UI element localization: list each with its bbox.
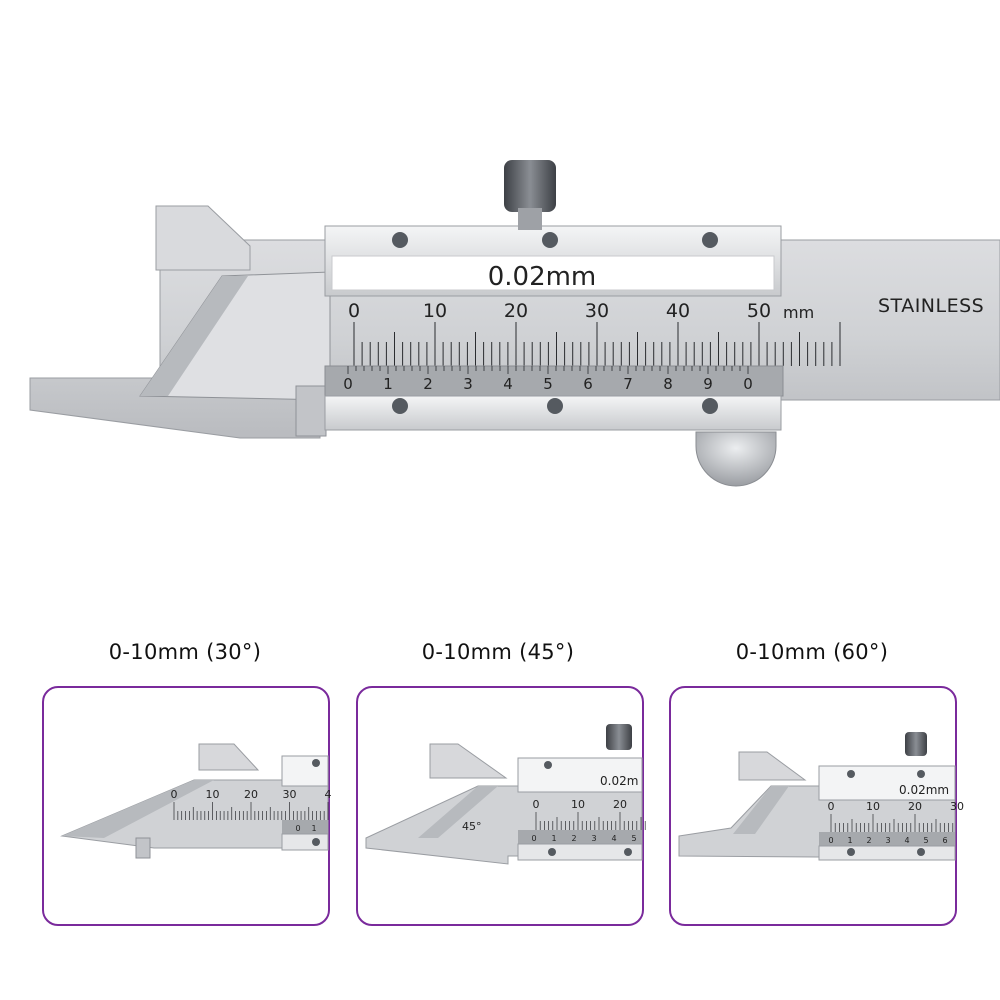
vernier-number: 1 bbox=[311, 824, 316, 833]
vernier-number: 0 bbox=[828, 836, 833, 845]
vernier-number: 4 bbox=[904, 836, 909, 845]
vernier-ticks bbox=[347, 366, 749, 374]
variant-label-30deg: 0-10mm (30°) bbox=[108, 640, 262, 664]
scale-number: 20 bbox=[244, 788, 258, 801]
main-scale-number: 10 bbox=[423, 300, 447, 322]
angle-label: 45° bbox=[462, 820, 482, 833]
variant-card-60deg[interactable]: 0.02mm 0 10 20 30 0 1 2 3 4 5 6 bbox=[669, 686, 964, 926]
vernier-number: 8 bbox=[663, 375, 673, 393]
screw-icon bbox=[392, 232, 718, 414]
vernier-number: 7 bbox=[623, 375, 633, 393]
caliper-hero-image: 0 10 20 30 40 50 0.02mm 0 1 2 3 4 5 6 7 8 9 0 mm STAINL… bbox=[29, 160, 1000, 487]
fixed-upper-jaw bbox=[155, 205, 251, 271]
vernier-number: 1 bbox=[847, 836, 852, 845]
variant-card-30deg[interactable]: 0 10 20 30 4 0 1 bbox=[42, 686, 332, 926]
vernier-number: 9 bbox=[703, 375, 713, 393]
scale-number: 20 bbox=[613, 798, 627, 811]
main-scale-number: 0 bbox=[348, 300, 360, 322]
scale-number: 30 bbox=[283, 788, 297, 801]
vernier-number: 1 bbox=[551, 834, 556, 843]
vernier-number: 0 bbox=[743, 375, 753, 393]
vernier-number: 4 bbox=[611, 834, 616, 843]
vernier-number: 0 bbox=[531, 834, 536, 843]
thumb-screw[interactable] bbox=[504, 160, 556, 230]
vernier-number: 5 bbox=[631, 834, 636, 843]
vernier-number: 5 bbox=[543, 375, 553, 393]
resolution-label: 0.02mm bbox=[899, 783, 949, 797]
vernier-number: 4 bbox=[503, 375, 513, 393]
scale-number: 20 bbox=[908, 800, 922, 813]
scale-number: 0 bbox=[171, 788, 178, 801]
resolution-label: 0.02m bbox=[600, 774, 638, 788]
main-scale-number: 50 bbox=[747, 300, 771, 322]
main-scale-number: 20 bbox=[504, 300, 528, 322]
scale-number: 10 bbox=[866, 800, 880, 813]
main-scale-numbers: 0 10 20 30 40 50 bbox=[348, 300, 771, 322]
vernier-number: 3 bbox=[885, 836, 890, 845]
unit-label: mm bbox=[783, 303, 814, 322]
scale-number: 0 bbox=[533, 798, 540, 811]
scale-number: 0 bbox=[828, 800, 835, 813]
scale-number: 30 bbox=[950, 800, 964, 813]
scale-number: 10 bbox=[206, 788, 220, 801]
variant-label-45deg: 0-10mm (45°) bbox=[421, 640, 575, 664]
vernier-number: 5 bbox=[923, 836, 928, 845]
vernier-number: 6 bbox=[942, 836, 947, 845]
vernier-number: 3 bbox=[591, 834, 596, 843]
vernier-number: 3 bbox=[463, 375, 473, 393]
vernier-numbers: 0 1 2 3 4 5 6 7 8 9 0 bbox=[343, 375, 753, 393]
vernier-number: 6 bbox=[583, 375, 593, 393]
main-scale-ticks bbox=[353, 322, 841, 366]
main-scale-number: 40 bbox=[666, 300, 690, 322]
vernier-scale-band bbox=[324, 365, 784, 397]
vernier-number: 0 bbox=[295, 824, 300, 833]
vernier-number: 2 bbox=[866, 836, 871, 845]
caliper-30deg-image: 0 10 20 30 4 0 1 bbox=[60, 743, 332, 859]
material-label: STAINLESS bbox=[878, 295, 984, 317]
resolution-label: 0.02mm bbox=[488, 262, 597, 292]
vernier-number: 2 bbox=[571, 834, 576, 843]
scale-number: 4 bbox=[325, 788, 332, 801]
main-scale-number: 30 bbox=[585, 300, 609, 322]
variant-label-60deg: 0-10mm (60°) bbox=[735, 640, 889, 664]
caliper-60deg-image: 0.02mm 0 10 20 30 0 1 2 3 4 5 6 bbox=[678, 732, 964, 861]
vernier-number: 2 bbox=[423, 375, 433, 393]
vernier-number: 1 bbox=[383, 375, 393, 393]
scale-number: 10 bbox=[571, 798, 585, 811]
vernier-number: 0 bbox=[343, 375, 353, 393]
variant-card-45deg[interactable]: 45° 0.02m 0 10 20 0 1 2 3 4 5 bbox=[356, 686, 646, 926]
caliper-45deg-image: 45° 0.02m 0 10 20 0 1 2 3 4 5 bbox=[365, 724, 646, 865]
